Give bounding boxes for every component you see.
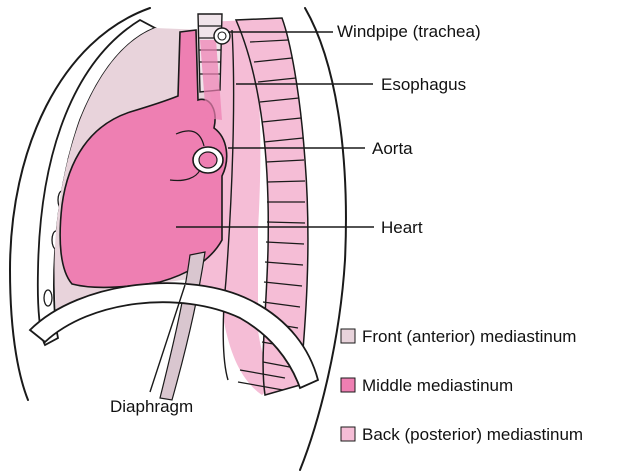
esophagus-label: Esophagus (381, 75, 466, 94)
heart-detail-line-2 (169, 169, 201, 182)
legend-swatch-anterior (340, 328, 356, 344)
aorta-cross-section (192, 146, 224, 174)
chest-wall-front (9, 7, 151, 401)
legend-label-posterior: Back (posterior) mediastinum (362, 425, 583, 444)
aorta-label: Aorta (372, 139, 413, 158)
legend-swatch-middle (340, 377, 356, 393)
trachea-label: Windpipe (trachea) (337, 22, 481, 41)
heart-label: Heart (381, 218, 423, 237)
legend-label-middle: Middle mediastinum (362, 376, 513, 395)
lower-spine-line-2 (237, 381, 284, 391)
legend: Front (anterior) mediastinum Middle medi… (340, 327, 583, 444)
middle-mediastinum-extension (200, 40, 222, 120)
heart-detail-line (175, 130, 205, 147)
legend-label-anterior: Front (anterior) mediastinum (362, 327, 576, 346)
esophagus (222, 29, 235, 381)
chest-wall-back (299, 7, 347, 471)
esophagus-ring (213, 27, 231, 45)
lower-spine-line (239, 369, 286, 379)
diaphragm (28, 282, 320, 390)
diaphragm-leader (149, 284, 186, 393)
heart (59, 29, 228, 289)
spine (234, 17, 309, 396)
diaphragm-label: Diaphragm (110, 397, 193, 416)
legend-swatch-posterior (340, 426, 356, 442)
